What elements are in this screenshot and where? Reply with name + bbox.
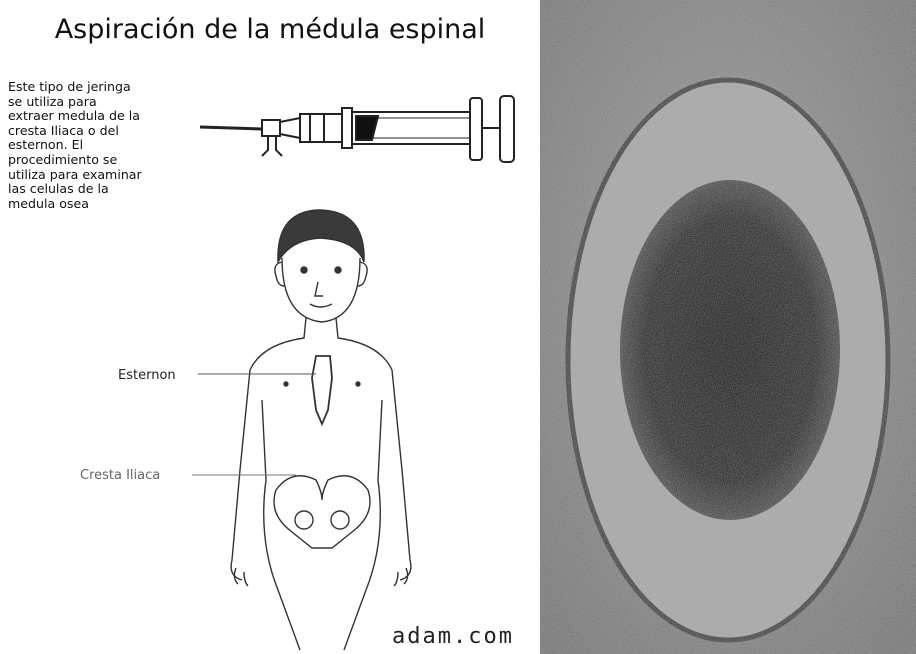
iliac-crest-label: Cresta Iliaca [80,468,160,483]
illustration-panel: Aspiración de la médula espinal Este tip… [0,0,540,654]
bone-marrow-cell-image [540,0,916,654]
micrograph-photo [540,0,916,654]
sternum-label: Esternon [118,368,176,383]
source-credit: adam.com [392,624,514,649]
child-figure [231,210,411,650]
syringe-illustration [0,0,540,654]
